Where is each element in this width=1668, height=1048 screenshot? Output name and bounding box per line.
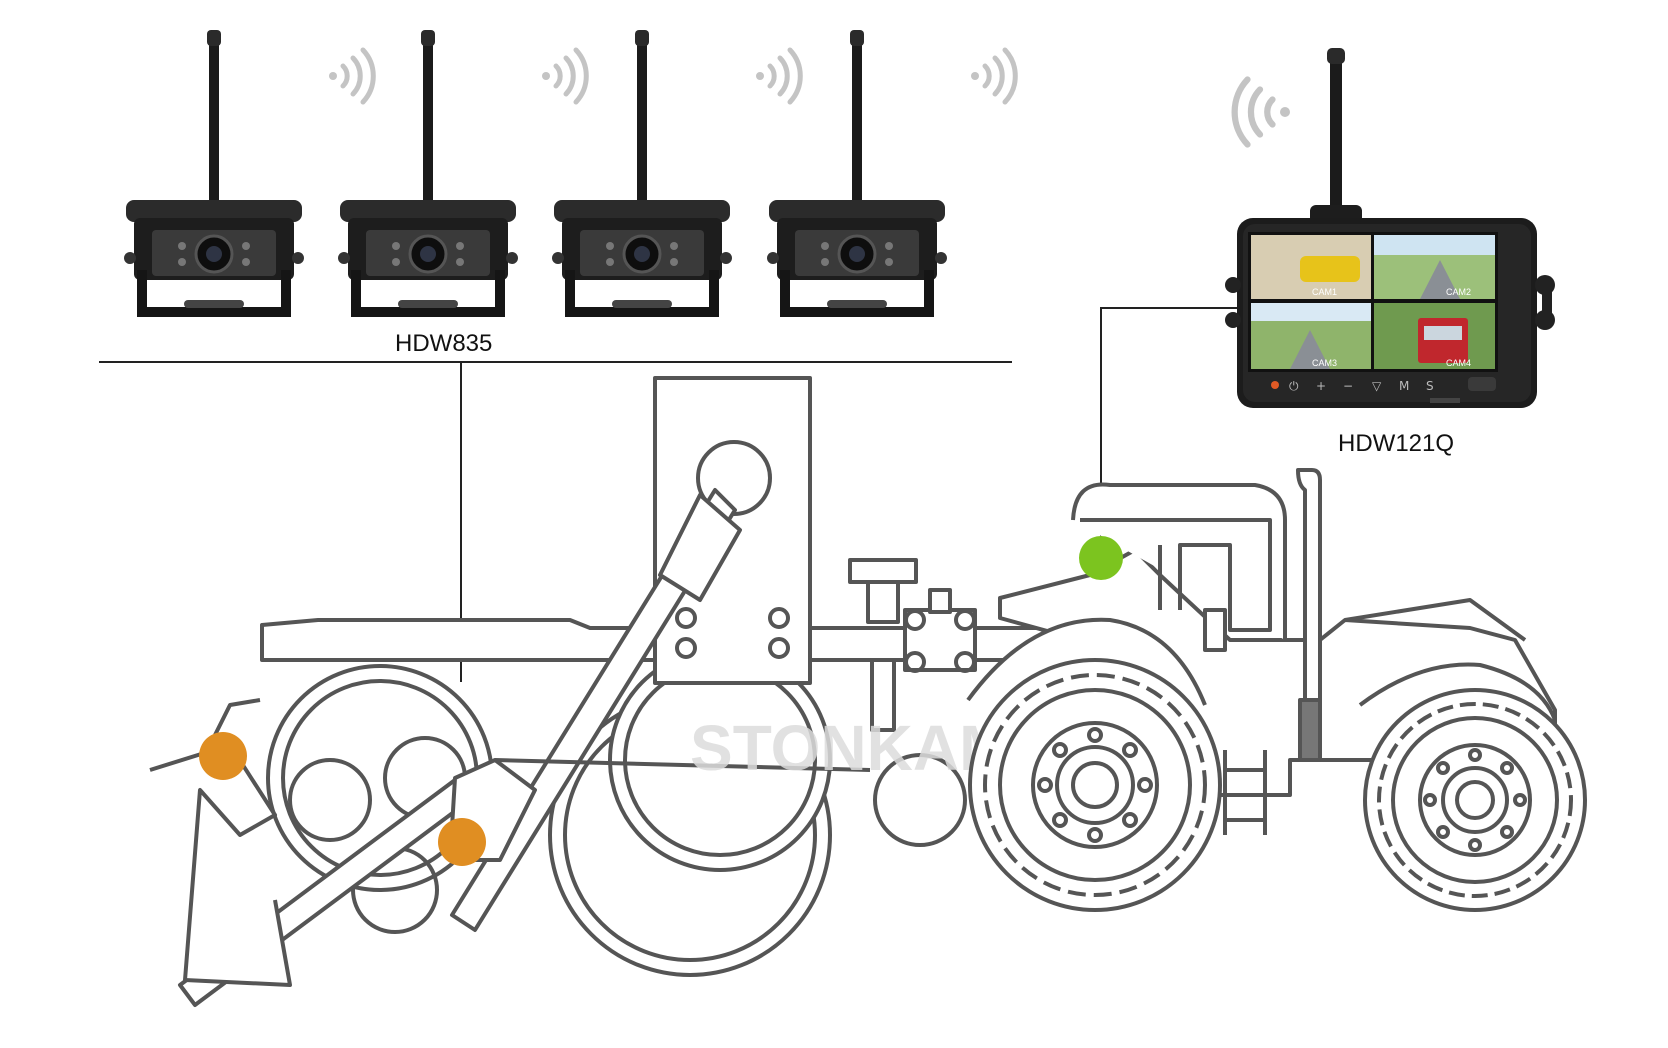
wifi-signal-icon-1: [329, 50, 373, 102]
monitor-connector-line: [1100, 307, 1237, 560]
quadrant-label-2: CAM2: [1446, 287, 1471, 297]
monitor-position-marker: [1079, 536, 1123, 580]
watermark-text: STONKAM: [690, 712, 1012, 784]
quadrant-label-4: CAM4: [1446, 358, 1471, 368]
monitor-menu-button: M: [1399, 379, 1409, 393]
camera-3-icon: [552, 30, 732, 312]
position-markers: [199, 536, 1123, 866]
quadrant-label-1: CAM1: [1312, 287, 1337, 297]
signal-waves: [329, 50, 1290, 145]
camera-position-marker-1: [199, 732, 247, 780]
wifi-signal-icon-3: [756, 50, 800, 102]
wifi-signal-icon-monitor: [1235, 80, 1290, 145]
tractor-drawing: [966, 468, 1587, 912]
quad-view-monitor-icon: CAM1 CAM2 CAM3 CAM4 ⏻ + − ▽ M S: [1225, 48, 1555, 408]
monitor-power-button: ⏻: [1289, 379, 1299, 393]
wifi-signal-icon-4: [971, 50, 1015, 102]
monitor-down-button: ▽: [1372, 379, 1382, 393]
monitor-minus-button: −: [1343, 379, 1353, 393]
camera-position-marker-2: [438, 818, 486, 866]
camera-group: [124, 30, 947, 312]
camera-2-icon: [338, 30, 518, 312]
quadrant-label-3: CAM3: [1312, 358, 1337, 368]
monitor-model-label: HDW121Q: [1338, 430, 1455, 457]
monitor-source-button: S: [1426, 379, 1434, 393]
monitor-plus-button: +: [1316, 379, 1326, 393]
camera-4-icon: [767, 30, 947, 312]
wifi-signal-icon-2: [542, 50, 586, 102]
camera-model-label: HDW835: [395, 330, 493, 357]
camera-1-icon: [124, 30, 304, 312]
implement-drawing: [149, 376, 1052, 1007]
